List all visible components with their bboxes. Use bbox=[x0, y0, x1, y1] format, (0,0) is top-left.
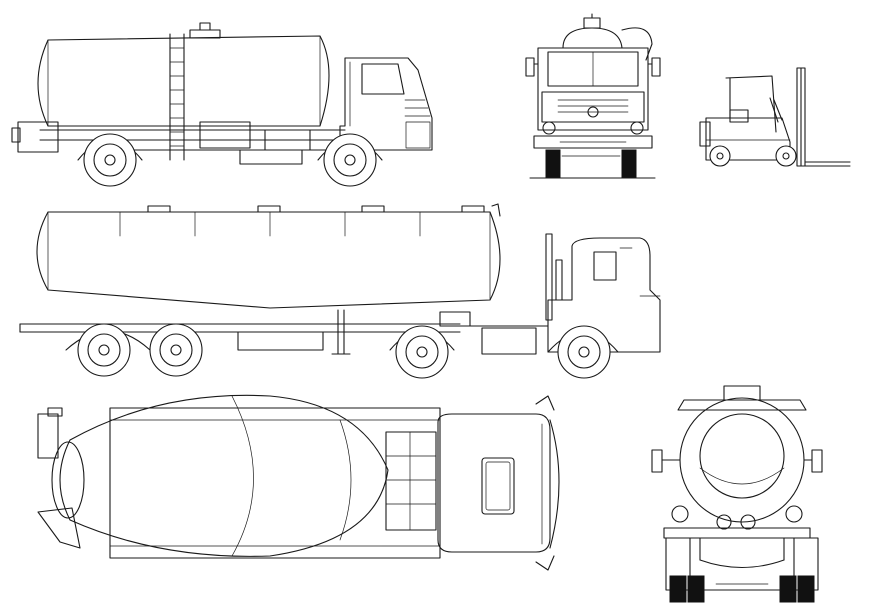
concrete-mixer-truck-top-view bbox=[37, 394, 560, 571]
bulk-tanker-semi-trailer-side-view bbox=[19, 203, 661, 379]
forklift-side-view bbox=[699, 67, 851, 167]
tanker-truck-side-view bbox=[11, 22, 433, 187]
tanker-truck-front-view bbox=[525, 13, 661, 179]
tanker-truck-rear-view bbox=[651, 385, 823, 603]
